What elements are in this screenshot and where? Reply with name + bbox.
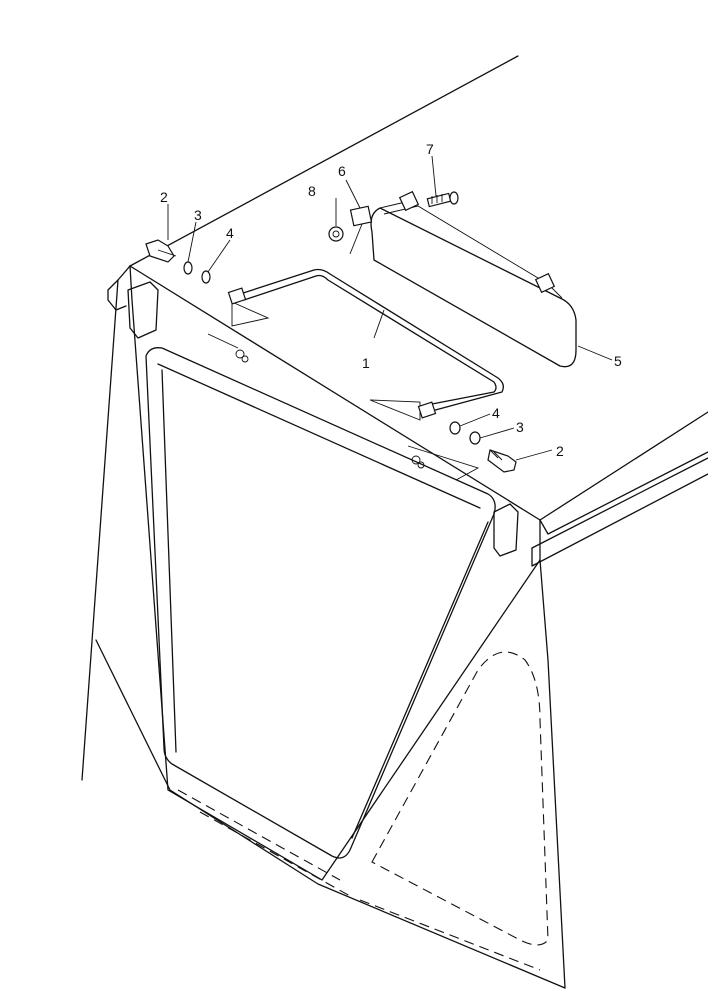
callout-7: 7 <box>426 141 434 157</box>
part-8-nut <box>328 226 344 242</box>
callout-2-right: 2 <box>556 443 564 459</box>
part-4-washer-right <box>449 421 461 435</box>
part-5-sun-visor <box>370 190 577 368</box>
part-6-bracket-plate <box>349 205 373 227</box>
callout-3-right: 3 <box>516 419 524 435</box>
handrail-end-right <box>417 401 437 419</box>
part-4-washer-left <box>201 270 211 284</box>
callout-8: 8 <box>308 183 316 199</box>
left-bolt-stack <box>145 239 211 284</box>
callout-1: 1 <box>362 355 370 371</box>
nut-cluster-left <box>235 349 249 363</box>
part-7-screw <box>426 191 459 208</box>
callout-5: 5 <box>614 353 622 369</box>
cab-roof <box>129 55 708 567</box>
callout-4-right: 4 <box>492 405 500 421</box>
callout-leaders <box>167 155 613 461</box>
callout-2-left: 2 <box>160 189 168 205</box>
visor-hinge-bottom <box>534 272 556 294</box>
callout-labels: 1 2 2 3 3 4 4 5 6 7 8 <box>160 141 622 459</box>
mounting-plates <box>207 301 480 481</box>
handrail-end-left <box>227 287 247 305</box>
lower-window <box>177 651 549 971</box>
visor-hinge-top <box>398 190 420 212</box>
windshield <box>145 347 496 859</box>
part-1-handrail <box>227 268 504 419</box>
callout-6: 6 <box>338 163 346 179</box>
callout-3-left: 3 <box>194 207 202 223</box>
callout-4-left: 4 <box>226 225 234 241</box>
nut-cluster-right <box>411 455 425 469</box>
part-3-washer-right <box>469 431 481 445</box>
part-3-washer-left <box>183 261 193 275</box>
part-2-bolt-right <box>487 449 517 473</box>
right-bolt-stack <box>449 421 517 473</box>
